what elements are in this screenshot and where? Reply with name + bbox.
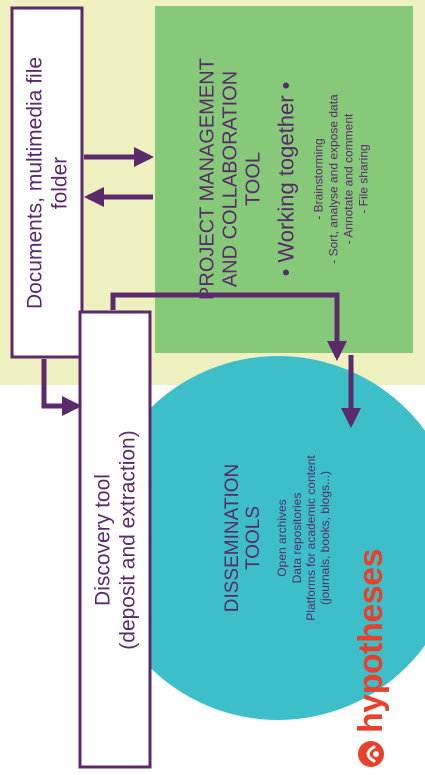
project-title-line3: TOOL [242,151,264,207]
discovery-label-line2: (deposit and extraction) [116,430,140,650]
hypotheses-logo-icon [356,739,386,769]
project-feature-list: - Brainstorming - Sort, analyse and expo… [311,94,371,263]
project-feature-item: - Brainstorming [311,138,325,220]
dissemination-item: Open archives [275,499,290,577]
discovery-label-line1: Discovery tool [91,474,115,606]
hypotheses-wordmark: hypotheses [351,549,390,733]
discovery-box [78,310,152,769]
documents-label: Documents, multimedia file folder [13,9,83,358]
project-subtitle: • Working together • [273,81,298,277]
dissemination-item: Platforms for academic content [303,455,318,621]
project-box-text: PROJECT MANAGEMENT AND COLLABORATION TOO… [155,6,413,353]
arrow-docs-to-discovery [41,359,82,416]
dissemination-title: DISSEMINATION TOOLS [222,463,265,613]
project-feature-item: - Sort, analyse and expose data [326,94,340,264]
project-feature-item: - File sharing [356,144,370,214]
documents-label-line2: folder [48,156,72,210]
documents-label-line1: Documents, multimedia file [23,56,47,310]
dissemination-item: (journals, books, blogs...) [318,470,333,606]
project-title-line2: AND COLLABORATION [219,70,241,288]
project-feature-item: - Annotate and comment [341,113,355,245]
dissemination-list: Open archives Data repositories Platform… [275,455,333,620]
dissemination-title-line2: TOOLS [243,505,265,571]
dissemination-title-line1: DISSEMINATION [222,463,244,613]
project-title: PROJECT MANAGEMENT AND COLLABORATION TOO… [196,58,265,300]
documents-box [10,6,84,359]
dissemination-item: Data repositories [289,492,304,584]
arrow-discovery-to-project [110,292,347,361]
discovery-label: Discovery tool (deposit and extraction) [81,313,151,768]
dissemination-text: DISSEMINATION TOOLS Open archives Data r… [214,378,342,698]
project-title-line1: PROJECT MANAGEMENT [196,58,218,300]
hypotheses-logo: hypotheses [349,549,393,767]
dissemination-circle [96,356,425,720]
